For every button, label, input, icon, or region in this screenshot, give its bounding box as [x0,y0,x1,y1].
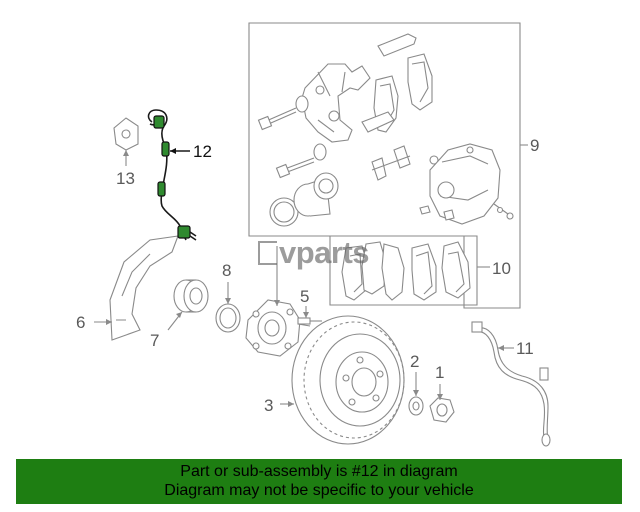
banner-line-2: Diagram may not be specific to your vehi… [164,482,474,499]
callout-3: 3 [264,396,273,415]
callout-13: 13 [116,169,135,188]
callout-5: 5 [300,287,309,306]
callout-7: 7 [150,331,159,350]
wheel-stud [297,317,322,325]
snap-ring [215,303,241,333]
callout-12[interactable]: 12 [193,142,212,161]
caliper-assembly-box [248,22,528,309]
hub-nut [429,397,455,423]
splash-shield [109,235,179,341]
callout-9: 9 [530,136,539,155]
callout-11: 11 [516,339,534,358]
wheel-hub [245,299,311,357]
brake-pad-set [341,241,471,301]
brake-rotor [291,315,405,445]
caliper-bracket [301,63,371,143]
wheel-bearing [173,279,209,313]
banner-line-1: Part or sub-assembly is #12 in diagram [180,463,458,480]
callout-2: 2 [410,352,419,371]
anti-rattle-clips [371,145,439,215]
vparts-logo-icon [258,241,277,265]
guide-pins [257,95,327,179]
abs-wheel-speed-sensor[interactable] [147,109,197,241]
callout-leaders [94,148,514,407]
sensor-bracket [113,117,139,160]
callout-8: 8 [222,261,231,280]
callout-6: 6 [76,313,85,332]
callout-10: 10 [492,259,511,278]
caliper-piston-set [269,172,339,227]
info-banner: Part or sub-assembly is #12 in diagram D… [16,459,622,504]
watermark-text: vparts [279,235,370,270]
callout-1: 1 [435,363,444,382]
caliper-housing [429,143,514,225]
washer [408,396,424,416]
vparts-watermark: vparts [258,235,370,270]
brake-hose [471,321,551,447]
upper-brake-pads [361,33,433,133]
